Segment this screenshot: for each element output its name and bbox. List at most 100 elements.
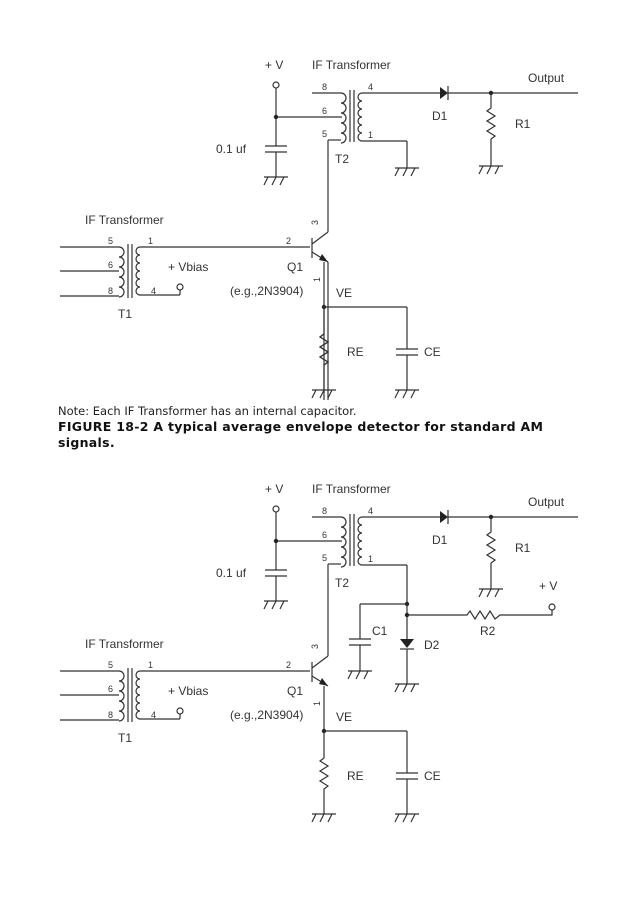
re-label: RE — [347, 769, 364, 783]
r2-supply-terminal — [548, 603, 556, 611]
figure-note: Note: Each IF Transformer has an interna… — [58, 404, 357, 418]
q1-label: Q1 — [287, 260, 303, 274]
pin-label: 5 — [322, 553, 327, 563]
vbias-terminal — [176, 283, 184, 291]
pin-label: 6 — [322, 530, 327, 540]
resistor-re: RE — [311, 307, 364, 399]
resistor-re: RE — [311, 757, 364, 823]
r2-supply-label: + V — [539, 579, 557, 593]
q1-part-label: (e.g.,2N3904) — [230, 284, 303, 298]
supply-label: + V — [265, 58, 283, 72]
bypass-capacitor: 0.1 uf — [216, 566, 289, 610]
ground-icon — [478, 165, 504, 175]
ground-icon — [394, 813, 420, 823]
bypass-capacitor: 0.1 uf — [216, 142, 289, 186]
t1-label: T1 — [118, 307, 132, 321]
cap-label: 0.1 uf — [216, 566, 247, 580]
ground-icon — [394, 167, 420, 177]
pin-label: 8 — [322, 506, 327, 516]
r1-label: R1 — [515, 117, 531, 131]
supply-terminal: + V — [265, 482, 283, 570]
pin-label: 1 — [148, 660, 153, 670]
pin-label: 5 — [108, 660, 113, 670]
pin-label: 6 — [108, 684, 113, 694]
diode-d2: D2 — [394, 638, 440, 693]
cap-label: 0.1 uf — [216, 142, 247, 156]
diode-d1: D1 — [420, 510, 578, 547]
ground-icon — [263, 600, 289, 610]
q1-label: Q1 — [287, 684, 303, 698]
pin-label: 3 — [310, 644, 320, 649]
output-label: Output — [528, 71, 565, 85]
d1-label: D1 — [432, 109, 448, 123]
r1-label: R1 — [515, 541, 531, 555]
pin-label: 2 — [286, 236, 291, 246]
d1-label: D1 — [432, 533, 448, 547]
transformer-t1: IF Transformer 5 6 8 1 4 T1 — [60, 637, 164, 745]
c1-label: C1 — [372, 624, 388, 638]
junction-dot — [273, 114, 279, 120]
pin-label: 1 — [312, 277, 322, 282]
pin-label: 8 — [108, 286, 113, 296]
t1-title: IF Transformer — [85, 213, 164, 227]
pin-label: 4 — [151, 710, 156, 720]
pin-label: 4 — [368, 506, 373, 516]
r2-label: R2 — [480, 624, 496, 638]
t2-title: IF Transformer — [312, 482, 391, 496]
resistor-r2: + V R2 — [407, 579, 557, 638]
ground-icon — [394, 683, 420, 693]
d2-label: D2 — [424, 638, 440, 652]
ground-icon — [311, 813, 337, 823]
pin-label: 6 — [108, 260, 113, 270]
figure-2-schematic: + V 0.1 uf IF Transformer 8 6 5 — [60, 482, 578, 823]
transformer-t1: IF Transformer 5 6 8 1 4 T1 — [60, 213, 164, 321]
resistor-r1: R1 — [478, 93, 531, 175]
pin-label: 5 — [108, 236, 113, 246]
transformer-t2: IF Transformer 8 6 5 4 1 T2 — [312, 482, 420, 604]
pin-label: 5 — [322, 129, 327, 139]
transistor-q1: 2 3 1 Q1 (e.g.,2N3904) — [230, 644, 329, 722]
pin-label: 1 — [312, 701, 322, 706]
pin-label: 6 — [322, 106, 327, 116]
output-label: Output — [528, 495, 565, 509]
capacitor-ce: CE — [394, 731, 441, 823]
vbias-label: + Vbias — [168, 684, 208, 698]
pin-label: 3 — [310, 220, 320, 225]
transformer-t2: IF Transformer 8 6 5 4 1 T2 — [312, 58, 420, 177]
t1-title: IF Transformer — [85, 637, 164, 651]
re-label: RE — [347, 345, 364, 359]
diode-d1: D1 — [420, 86, 578, 123]
pin-label: 1 — [368, 554, 373, 564]
pin-label: 4 — [151, 286, 156, 296]
t2-label: T2 — [335, 152, 349, 166]
supply-terminal: + V — [265, 58, 283, 146]
t2-title: IF Transformer — [312, 58, 391, 72]
pin-label: 4 — [368, 82, 373, 92]
q1-part-label: (e.g.,2N3904) — [230, 708, 303, 722]
resistor-r1: R1 — [478, 517, 531, 598]
transistor-q1: 2 3 1 Q1 (e.g.,2N3904) — [230, 220, 329, 400]
t1-label: T1 — [118, 731, 132, 745]
figure-caption: FIGURE 18-2 A typical average envelope d… — [58, 419, 544, 450]
supply-label: + V — [265, 482, 283, 496]
t2-label: T2 — [335, 576, 349, 590]
vbias-label: + Vbias — [168, 260, 208, 274]
capacitor-ce: CE — [394, 307, 441, 399]
pin-label: 8 — [108, 710, 113, 720]
figure-1-schematic: + V 0.1 uf IF Transformer 8 — [60, 58, 578, 400]
pin-label: 1 — [148, 236, 153, 246]
ve-label: VE — [336, 286, 352, 300]
pin-label: 1 — [368, 130, 373, 140]
pin-label: 8 — [322, 82, 327, 92]
ce-label: CE — [424, 769, 441, 783]
capacitor-c1: C1 — [347, 604, 388, 680]
vbias-terminal — [176, 707, 184, 715]
ground-icon — [394, 389, 420, 399]
ground-icon — [347, 670, 373, 680]
ce-label: CE — [424, 345, 441, 359]
ground-icon — [263, 176, 289, 186]
pin-label: 2 — [286, 660, 291, 670]
ground-icon — [478, 588, 504, 598]
ve-label: VE — [336, 710, 352, 724]
